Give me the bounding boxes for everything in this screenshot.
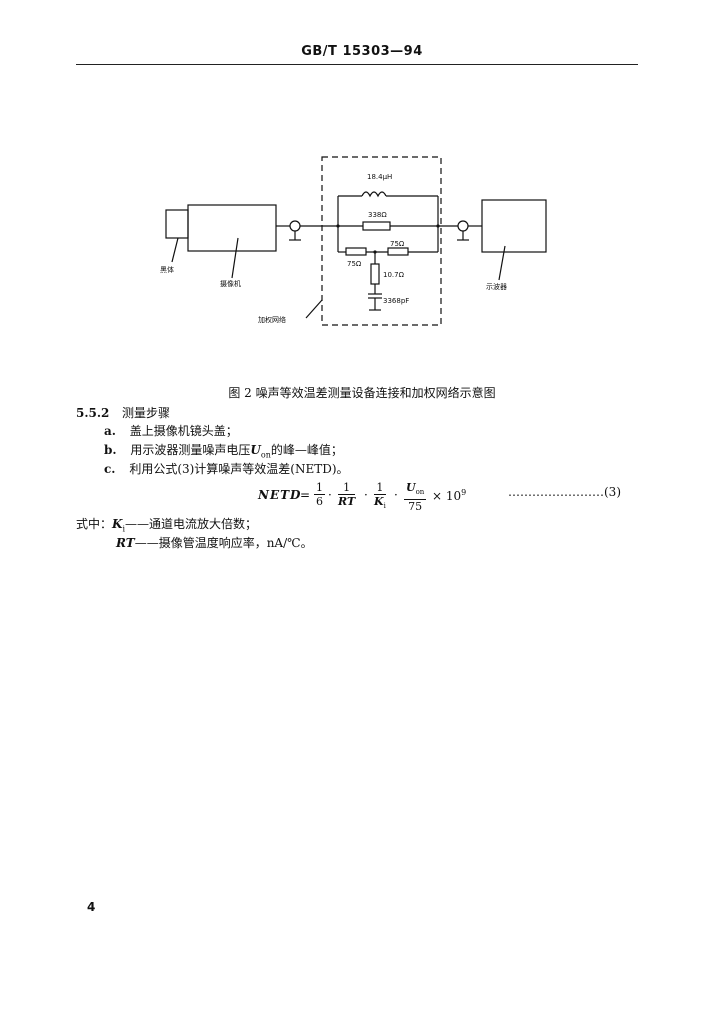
left-connector xyxy=(289,220,301,232)
connection-diagram: 18.4μH 338Ω 75Ω 75Ω 10.7Ω 3368pF 黑体 摄像机 … xyxy=(160,156,547,326)
formula-frac-2: 1 RT xyxy=(338,481,356,508)
step-b-text-pre: 用示波器测量噪声电压 xyxy=(130,443,251,457)
formula-equals: = xyxy=(300,488,311,502)
noise-source-box xyxy=(165,209,189,239)
resistor-right xyxy=(387,247,409,256)
resistor-bottom xyxy=(370,263,380,285)
where-text-1: ——通道电流放大倍数； xyxy=(125,517,258,531)
frac-1-den: 6 xyxy=(316,495,323,508)
where-symbol-2: RT xyxy=(116,536,135,550)
formula-frac-3: 1 Ki xyxy=(374,481,386,513)
where-line-2: RT——摄像管温度响应率，nA/℃。 xyxy=(116,534,313,552)
frac-4-num-subscript: on xyxy=(415,488,425,497)
formula-frac-1: 1 6 xyxy=(314,481,325,508)
resistor-bottom-label: 10.7Ω xyxy=(383,271,405,279)
formula-times-text: × 10 xyxy=(432,489,462,503)
header-rule xyxy=(76,64,638,65)
step-b-text-post: 的峰—峰值； xyxy=(270,443,343,457)
noise-source-label: 黑体 xyxy=(160,265,174,274)
step-b-symbol: U xyxy=(250,443,261,457)
where-intro: 式中： xyxy=(76,517,113,531)
where-symbol-1: K xyxy=(112,517,123,531)
formula-dot-1: · xyxy=(328,488,332,502)
inductor-label: 18.4μH xyxy=(367,173,392,181)
figure-caption: 图 2 噪声等效温差测量设备连接和加权网络示意图 xyxy=(228,386,496,400)
step-a: a. 盖上摄像机镜头盖； xyxy=(104,422,238,440)
frac-4-num-symbol: U xyxy=(406,481,416,494)
frac-3-den-subscript: i xyxy=(383,502,386,511)
where-subscript-1: i xyxy=(122,524,126,534)
step-a-label: a. xyxy=(104,424,116,438)
formula-dot-2: · xyxy=(364,488,368,502)
section-number: 5.5.2 xyxy=(76,406,110,420)
step-b-label: b. xyxy=(104,443,117,457)
step-c: c. 利用公式(3)计算噪声等效温差(NETD)。 xyxy=(104,460,349,478)
frac-4-den: 75 xyxy=(408,500,423,514)
network-label: 加权网络 xyxy=(258,315,286,324)
frac-3-den-symbol: K xyxy=(374,495,384,508)
resistor-top-label: 338Ω xyxy=(368,211,387,219)
camera-box xyxy=(187,204,277,252)
formula-lhs: NETD xyxy=(258,488,302,502)
resistor-left xyxy=(345,247,367,256)
where-text-2: ——摄像管温度响应率，nA/℃。 xyxy=(134,536,313,550)
equation-number: ……………………(3) xyxy=(508,485,621,499)
oscilloscope-box xyxy=(481,199,547,253)
frac-3-den: Ki xyxy=(374,495,386,513)
weighting-network-box xyxy=(321,156,442,326)
resistor-top xyxy=(362,221,391,231)
frac-2-num: 1 xyxy=(338,481,356,495)
step-b-subscript: on xyxy=(260,450,271,460)
where-line-1: 式中：Ki——通道电流放大倍数； xyxy=(76,515,257,538)
frac-3-num: 1 xyxy=(374,481,386,495)
resistor-left-label: 75Ω xyxy=(347,260,362,268)
formula-exponent: 9 xyxy=(461,488,467,497)
step-a-text: 盖上摄像机镜头盖； xyxy=(129,424,238,438)
step-c-text: 利用公式(3)计算噪声等效温差(NETD)。 xyxy=(129,462,349,476)
frac-4-num: Uon xyxy=(404,481,427,501)
oscilloscope-label: 示波器 xyxy=(486,282,507,291)
formula-frac-4: Uon 75 xyxy=(404,481,427,514)
frac-1-num: 1 xyxy=(314,481,325,495)
formula-times: × 109 xyxy=(432,488,466,503)
capacitor-label: 3368pF xyxy=(383,297,409,305)
page-number: 4 xyxy=(87,900,96,914)
step-c-label: c. xyxy=(104,462,116,476)
section-title: 测量步骤 xyxy=(122,406,171,420)
inductor-symbol xyxy=(361,191,387,198)
right-connector xyxy=(457,220,469,232)
camera-label: 摄像机 xyxy=(220,279,241,288)
frac-2-den: RT xyxy=(338,495,356,508)
netd-formula: NETD = 1 6 · 1 RT · 1 Ki · Uon 75 × 109 xyxy=(258,481,478,513)
step-b: b. 用示波器测量噪声电压Uon的峰—峰值； xyxy=(104,441,343,464)
resistor-right-label: 75Ω xyxy=(390,240,405,248)
formula-dot-3: · xyxy=(394,488,398,502)
page-header: GB/T 15303—94 xyxy=(301,44,423,59)
